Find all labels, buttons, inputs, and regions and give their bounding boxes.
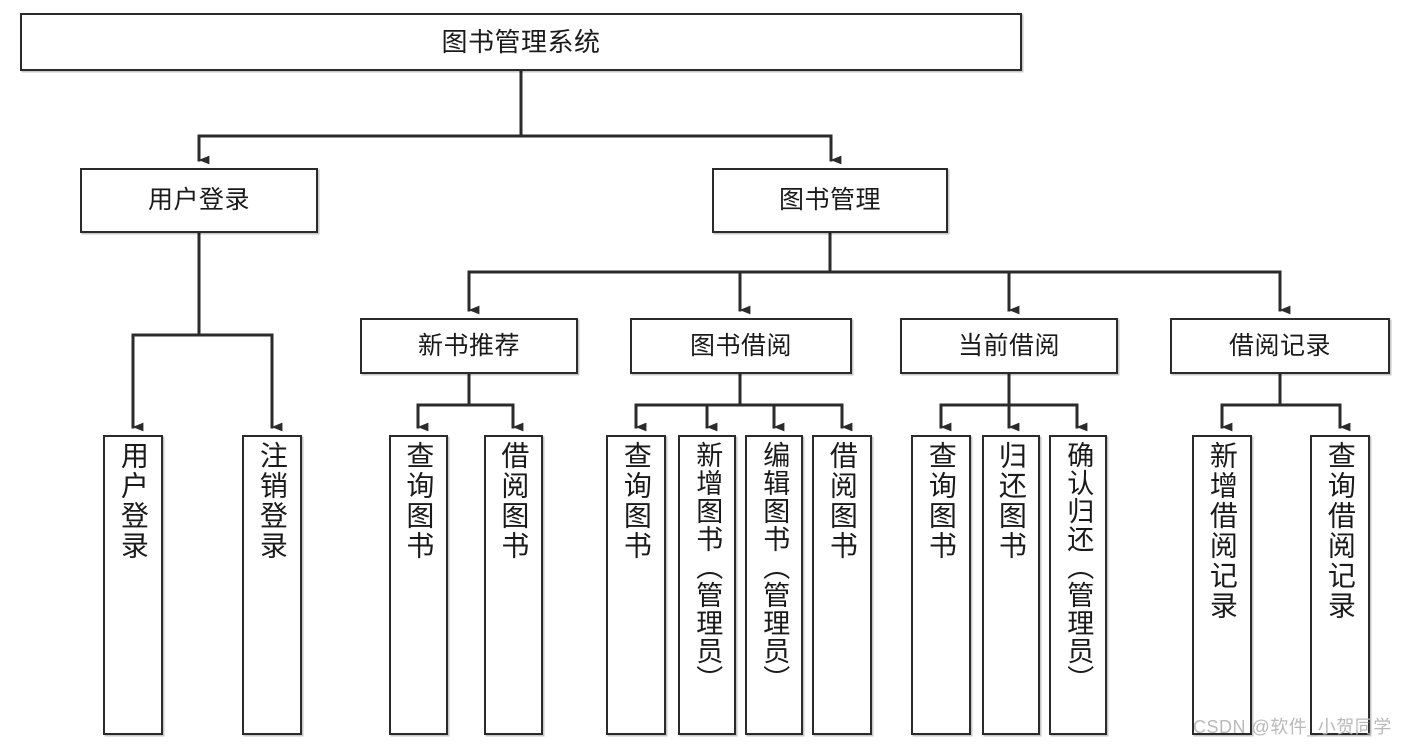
leaf-label: 查询图书 [620, 441, 652, 561]
node-label: 新书推荐 [417, 331, 520, 360]
leaf-user-login[interactable]: 用户登录 [103, 435, 163, 735]
leaf-logout[interactable]: 注销登录 [242, 435, 302, 735]
leaf-label: 新增图书（管理员） [692, 441, 723, 693]
leaf-label: 借阅图书 [826, 441, 858, 561]
watermark-text: CSDN @软件_小贺同学 [1193, 717, 1392, 737]
leaf-borrow-book-borrow[interactable]: 借阅图书 [812, 435, 872, 735]
node-library-management-system[interactable]: 图书管理系统 [20, 13, 1022, 71]
leaf-borrow-book-new-recommend[interactable]: 借阅图书 [484, 435, 543, 735]
leaf-add-borrow-record[interactable]: 新增借阅记录 [1192, 435, 1252, 735]
leaf-query-borrow-record[interactable]: 查询借阅记录 [1310, 435, 1370, 735]
node-label: 图书借阅 [689, 331, 792, 360]
node-label: 借阅记录 [1228, 331, 1331, 360]
leaf-return-book[interactable]: 归还图书 [982, 435, 1040, 735]
leaf-add-book-admin[interactable]: 新增图书（管理员） [678, 435, 736, 735]
node-label: 图书管理系统 [441, 27, 601, 57]
leaf-label: 查询图书 [925, 441, 957, 561]
leaf-label: 查询借阅记录 [1324, 441, 1356, 621]
node-user-login[interactable]: 用户登录 [80, 168, 318, 233]
leaf-label: 确认归还（管理员） [1063, 441, 1094, 693]
leaf-label: 查询图书 [403, 441, 435, 561]
node-label: 用户登录 [147, 186, 250, 214]
leaf-label: 注销登录 [256, 441, 288, 561]
node-label: 当前借阅 [957, 331, 1060, 360]
leaf-label: 编辑图书（管理员） [759, 441, 790, 693]
leaf-query-book-borrow[interactable]: 查询图书 [606, 435, 666, 735]
leaf-label: 借阅图书 [498, 441, 530, 561]
leaf-edit-book-admin[interactable]: 编辑图书（管理员） [745, 435, 803, 735]
node-current-borrow[interactable]: 当前借阅 [900, 318, 1118, 374]
node-book-borrow[interactable]: 图书借阅 [630, 318, 852, 374]
node-book-management[interactable]: 图书管理 [712, 168, 948, 233]
leaf-label: 新增借阅记录 [1206, 441, 1238, 621]
node-new-book-recommend[interactable]: 新书推荐 [360, 318, 578, 374]
leaf-query-book-current[interactable]: 查询图书 [911, 435, 971, 735]
leaf-confirm-return-admin[interactable]: 确认归还（管理员） [1049, 435, 1107, 735]
leaf-label: 归还图书 [995, 441, 1027, 561]
leaf-query-book-new-recommend[interactable]: 查询图书 [389, 435, 448, 735]
node-borrow-record[interactable]: 借阅记录 [1170, 318, 1390, 374]
node-label: 图书管理 [778, 186, 881, 214]
leaf-label: 用户登录 [117, 441, 149, 561]
